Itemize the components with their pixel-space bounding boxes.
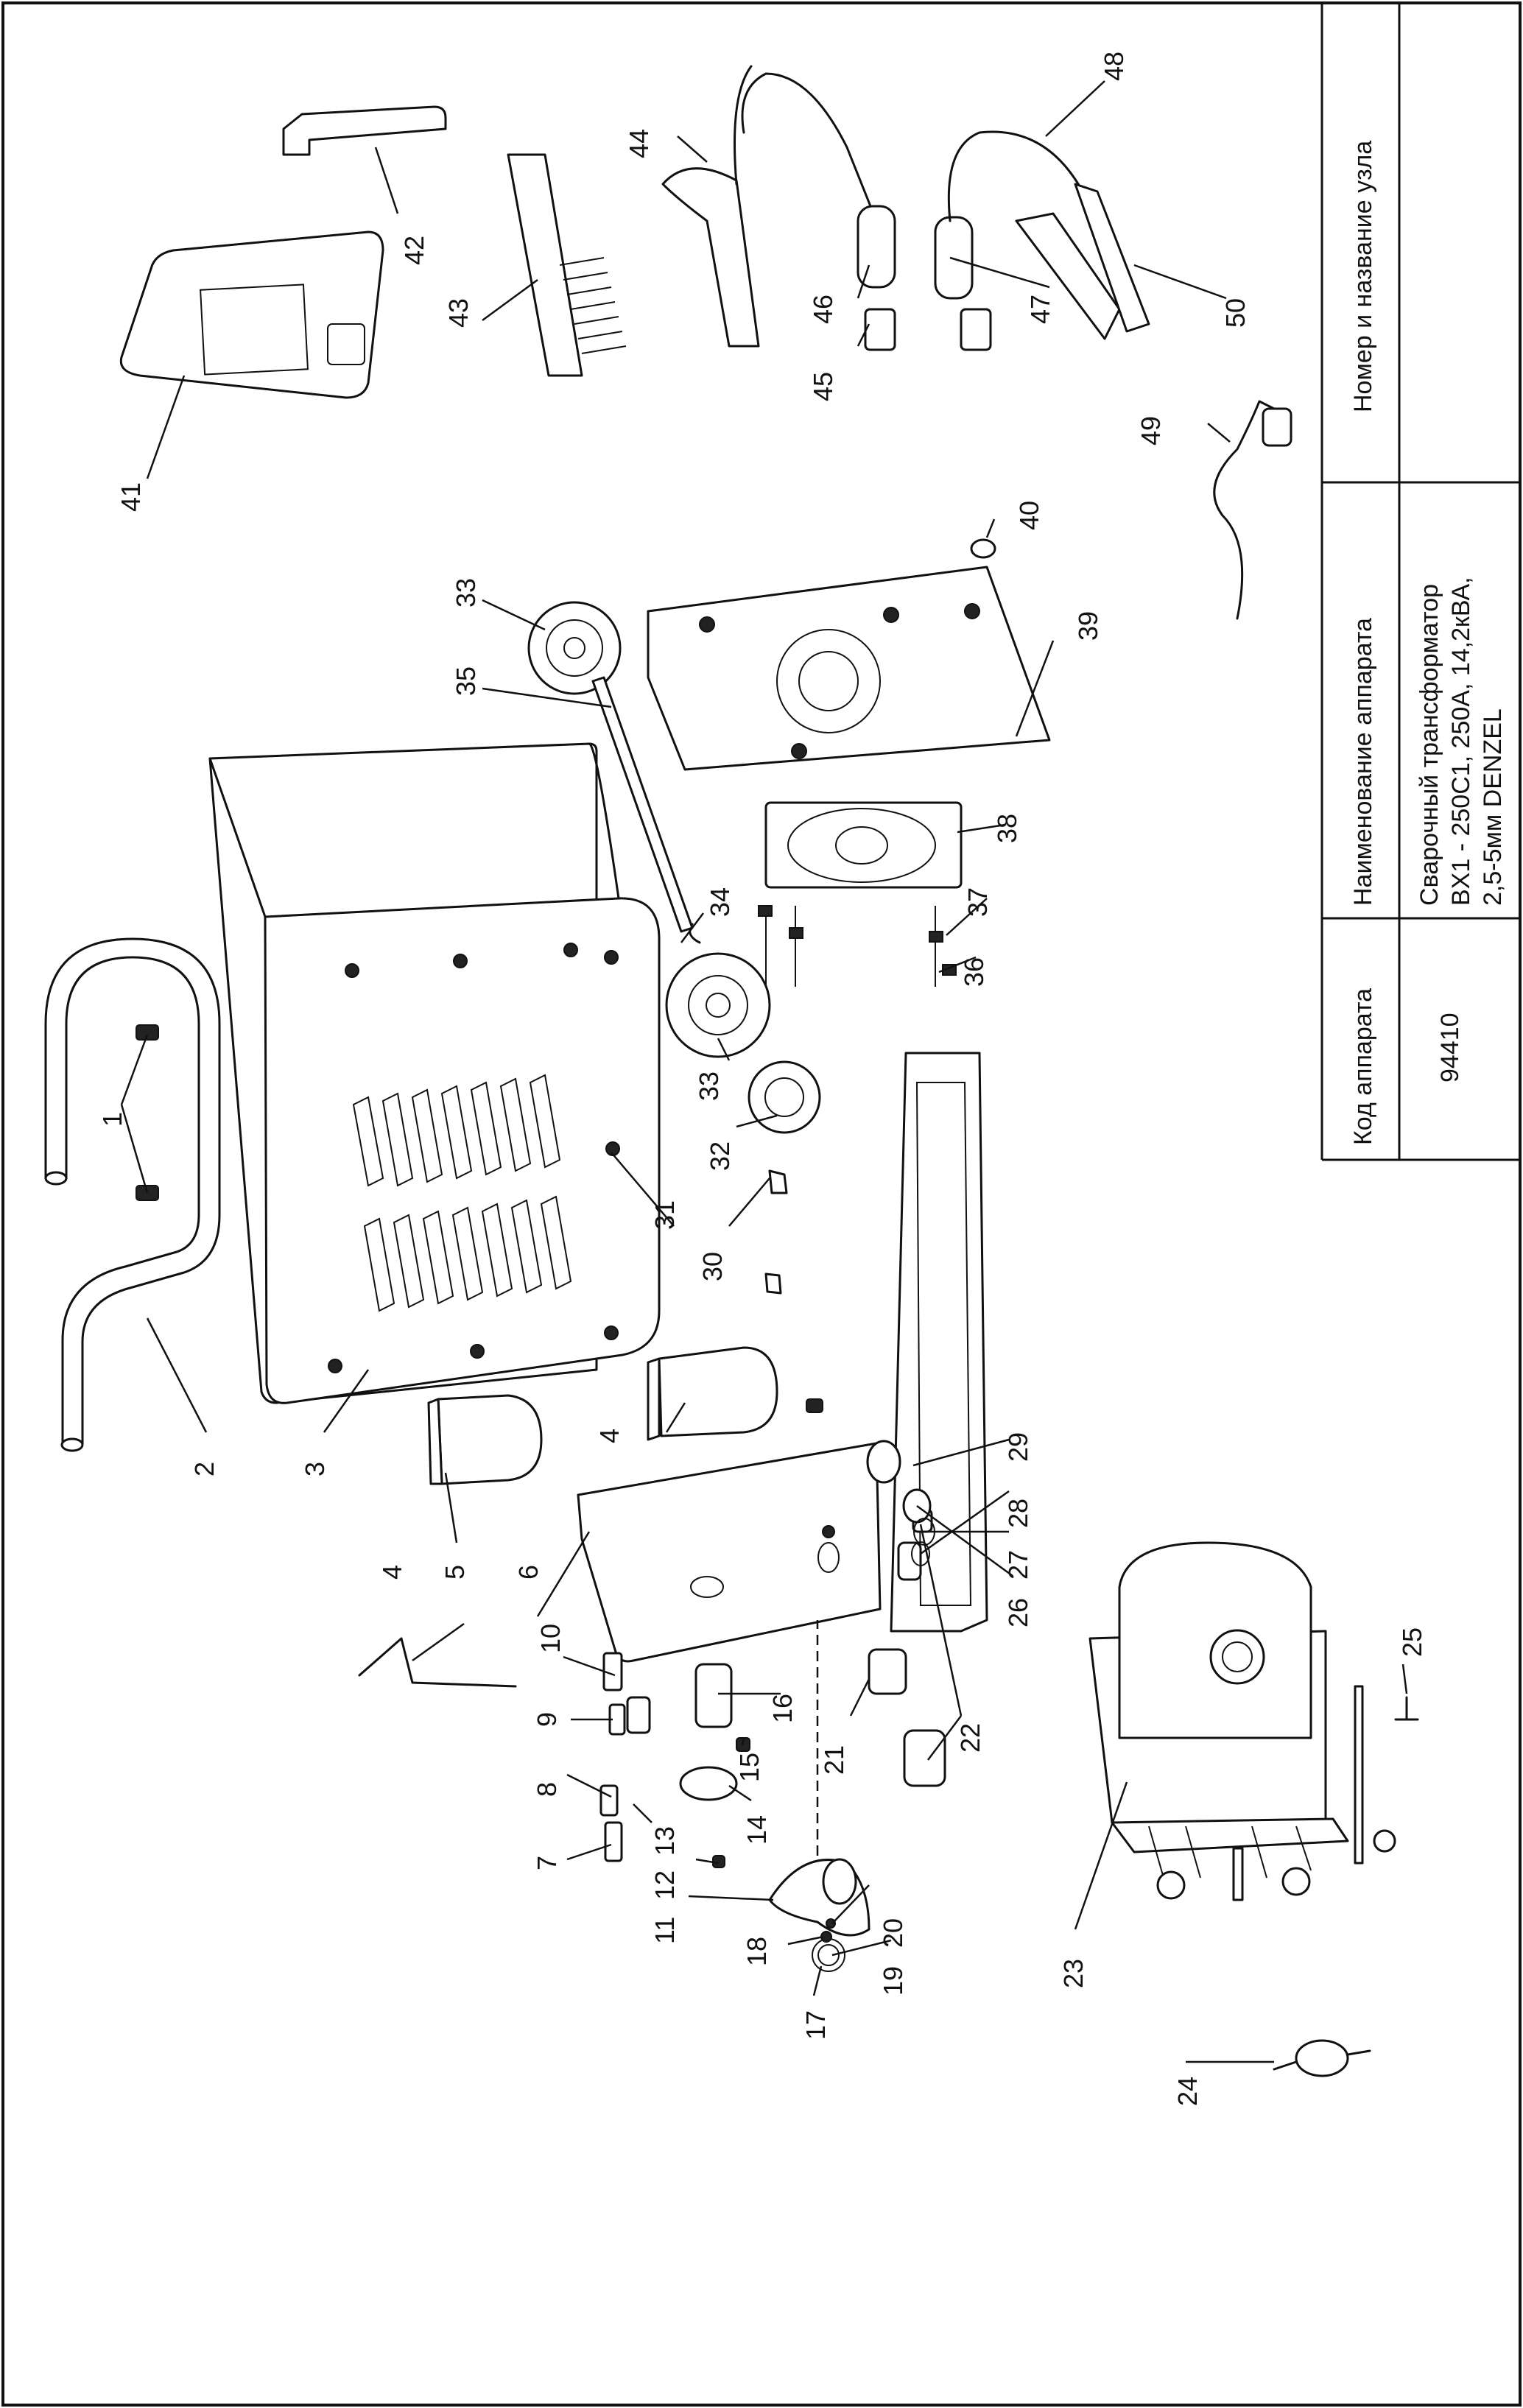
info-table: Код аппарата 94410 Наименование аппарата… bbox=[1320, 3, 1520, 1161]
callout-28: 28 bbox=[1003, 1499, 1033, 1528]
transformer-part bbox=[1088, 1541, 1396, 1901]
name-line-3: 2,5-5мм DENZEL bbox=[1479, 708, 1507, 906]
callout-32: 32 bbox=[705, 1141, 735, 1171]
callout-labels: 1 2 3 4 4 5 6 7 8 9 10 11 12 13 14 15 16… bbox=[97, 52, 1427, 2106]
callout-44: 44 bbox=[624, 129, 654, 158]
callout-19: 19 bbox=[878, 1966, 908, 1996]
cap-part bbox=[970, 538, 996, 559]
callout-49: 49 bbox=[1136, 416, 1166, 446]
callout-17: 17 bbox=[801, 2010, 831, 2040]
clips-part bbox=[764, 1169, 788, 1295]
small-hardware-left-part bbox=[599, 1652, 750, 1868]
cable-plug-left-part bbox=[857, 205, 896, 351]
callout-16: 16 bbox=[767, 1694, 798, 1723]
handle-part bbox=[44, 937, 221, 1452]
callout-9: 9 bbox=[532, 1712, 562, 1727]
back-panel-part bbox=[647, 566, 1051, 771]
callout-39: 39 bbox=[1073, 611, 1103, 641]
axle-part bbox=[591, 676, 694, 933]
callout-46: 46 bbox=[808, 295, 838, 324]
callout-3: 3 bbox=[300, 1462, 330, 1476]
callout-22: 22 bbox=[955, 1723, 985, 1753]
ground-clamp-part bbox=[1015, 183, 1150, 340]
callout-10: 10 bbox=[535, 1624, 566, 1653]
handle-screws-part bbox=[136, 1024, 159, 1201]
leader-lines bbox=[120, 80, 1408, 2063]
callout-7: 7 bbox=[532, 1856, 562, 1870]
callout-25: 25 bbox=[1397, 1627, 1427, 1657]
bracket-part bbox=[282, 105, 447, 156]
terminals-part bbox=[868, 1508, 946, 1787]
front-panel-part bbox=[119, 230, 384, 399]
callout-40: 40 bbox=[1014, 501, 1044, 530]
callout-21: 21 bbox=[819, 1745, 849, 1775]
callout-42: 42 bbox=[399, 236, 429, 265]
callout-47: 47 bbox=[1025, 295, 1055, 324]
power-plug-part bbox=[1262, 407, 1292, 447]
callout-33-upper: 33 bbox=[451, 578, 481, 608]
callout-33-lower: 33 bbox=[694, 1071, 724, 1101]
callout-30: 30 bbox=[697, 1252, 728, 1281]
callout-43: 43 bbox=[443, 298, 474, 328]
wheel-front-part bbox=[748, 1060, 821, 1134]
callout-13: 13 bbox=[650, 1826, 680, 1856]
callout-14: 14 bbox=[742, 1815, 772, 1845]
fan-screws-part bbox=[758, 905, 957, 987]
vent-slots bbox=[352, 1074, 572, 1312]
control-knob-part bbox=[768, 1858, 870, 1937]
foot-block-upper-part bbox=[647, 1346, 778, 1441]
thermal-switch-part bbox=[1273, 2039, 1371, 2077]
name-line-1: Сварочный трансформатор bbox=[1415, 584, 1443, 906]
callout-26: 26 bbox=[1003, 1598, 1033, 1627]
callout-6: 6 bbox=[513, 1565, 544, 1580]
bottom-rail-frame-part bbox=[890, 1052, 988, 1633]
node-header: Номер и название узла bbox=[1349, 141, 1377, 412]
hex-key-part bbox=[358, 1637, 517, 1688]
callout-48: 48 bbox=[1099, 52, 1129, 81]
wire-brush-part bbox=[507, 153, 627, 377]
cable-plug-right-part bbox=[934, 130, 1084, 351]
code-value: 94410 bbox=[1436, 1013, 1464, 1082]
callout-20: 20 bbox=[878, 1918, 908, 1948]
callout-5: 5 bbox=[440, 1565, 470, 1580]
power-cable-part bbox=[1213, 400, 1283, 620]
callout-24: 24 bbox=[1172, 2077, 1203, 2106]
callout-35: 35 bbox=[451, 666, 481, 696]
callout-50: 50 bbox=[1220, 298, 1251, 328]
callout-41: 41 bbox=[116, 482, 146, 512]
wheel-upper-part bbox=[527, 601, 622, 695]
callout-4-lower: 4 bbox=[377, 1565, 407, 1580]
name-line-2: BX1 - 250C1, 250A, 14,2кВА, bbox=[1447, 577, 1475, 906]
callout-27: 27 bbox=[1003, 1550, 1033, 1580]
pin-part bbox=[1394, 1696, 1419, 1721]
foot-block-lower-part bbox=[427, 1394, 543, 1485]
callout-23: 23 bbox=[1058, 1959, 1088, 1988]
callout-11: 11 bbox=[650, 1917, 680, 1944]
callout-34: 34 bbox=[705, 887, 735, 917]
code-header: Код аппарата bbox=[1349, 988, 1377, 1145]
callout-1: 1 bbox=[97, 1112, 127, 1127]
callout-15: 15 bbox=[734, 1753, 764, 1782]
callout-12: 12 bbox=[650, 1870, 680, 1900]
callout-37: 37 bbox=[963, 887, 993, 917]
electrode-holder-part bbox=[661, 65, 878, 348]
housing-cover-part bbox=[208, 742, 661, 1404]
name-header: Наименование аппарата bbox=[1349, 618, 1377, 906]
callout-31: 31 bbox=[650, 1200, 680, 1230]
callout-38: 38 bbox=[992, 814, 1022, 843]
callout-45: 45 bbox=[808, 372, 838, 401]
callout-29: 29 bbox=[1003, 1432, 1033, 1462]
wheel-lower-part bbox=[665, 952, 771, 1058]
callout-2: 2 bbox=[189, 1462, 219, 1476]
callout-36: 36 bbox=[959, 957, 989, 987]
callout-8: 8 bbox=[532, 1782, 562, 1797]
callout-18: 18 bbox=[742, 1937, 772, 1966]
fan-part bbox=[764, 801, 963, 889]
callout-4-upper: 4 bbox=[594, 1429, 625, 1443]
